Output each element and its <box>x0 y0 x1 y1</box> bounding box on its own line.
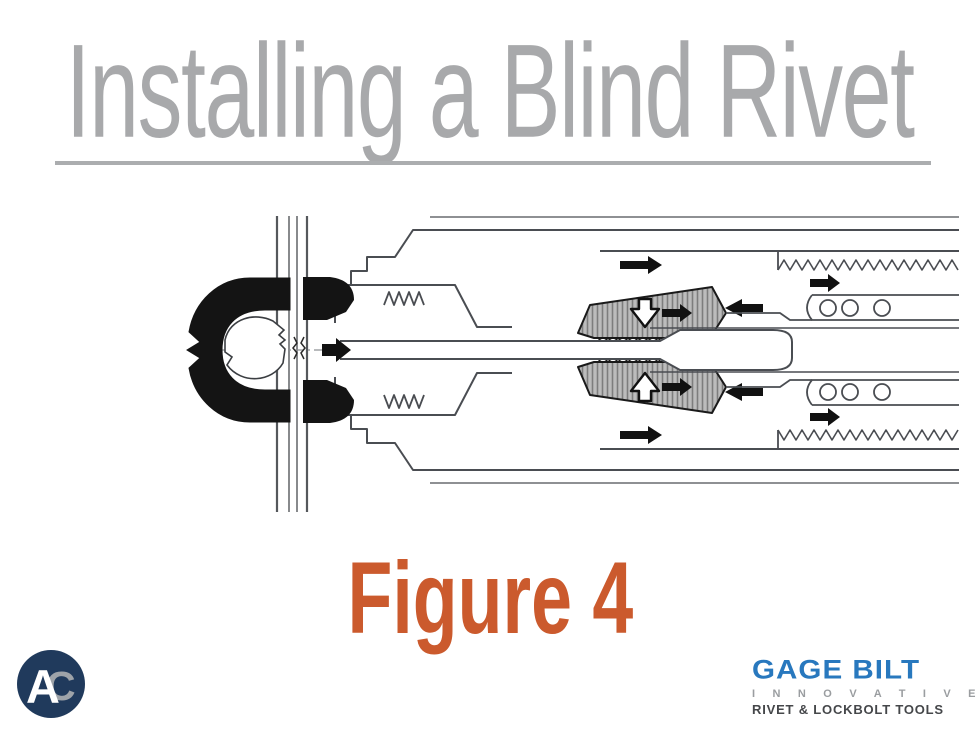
ac-logo: C A <box>16 649 86 719</box>
gagebilt-subtitle: RIVET & LOCKBOLT TOOLS <box>752 702 944 717</box>
ac-logo-letter-a: A <box>26 660 60 713</box>
title-underline <box>55 161 931 165</box>
gagebilt-logo: GAGE BILT I N N O V A T I V E RIVET & LO… <box>752 656 980 717</box>
tool-upper-half <box>333 215 961 343</box>
ac-logo-circle <box>17 650 85 718</box>
rivet-diagram-svg <box>186 215 961 512</box>
rivet-diagram <box>180 213 966 515</box>
rivet-stem <box>340 329 793 371</box>
ac-logo-svg: C A <box>17 650 85 718</box>
figure-caption: Figure 4 <box>347 540 633 655</box>
slide-title-row: Installing a Blind Rivet <box>0 22 980 162</box>
slide-title: Installing a Blind Rivet <box>66 17 915 166</box>
gagebilt-name: GAGE BILT <box>752 655 921 685</box>
formed-rivet-head <box>186 277 291 423</box>
upset-stem-bulb <box>224 316 287 380</box>
figure-caption-row: Figure 4 <box>0 545 980 650</box>
stem-break-serration <box>292 336 306 360</box>
ac-logo-letter-c: C <box>46 663 76 709</box>
tool-lower-half <box>333 357 961 485</box>
gagebilt-tagline: I N N O V A T I V E <box>752 688 980 700</box>
rivet-flange-lower <box>303 380 354 423</box>
rivet-flange-upper <box>303 277 354 320</box>
stem-pull-arrow-icon <box>322 338 351 362</box>
